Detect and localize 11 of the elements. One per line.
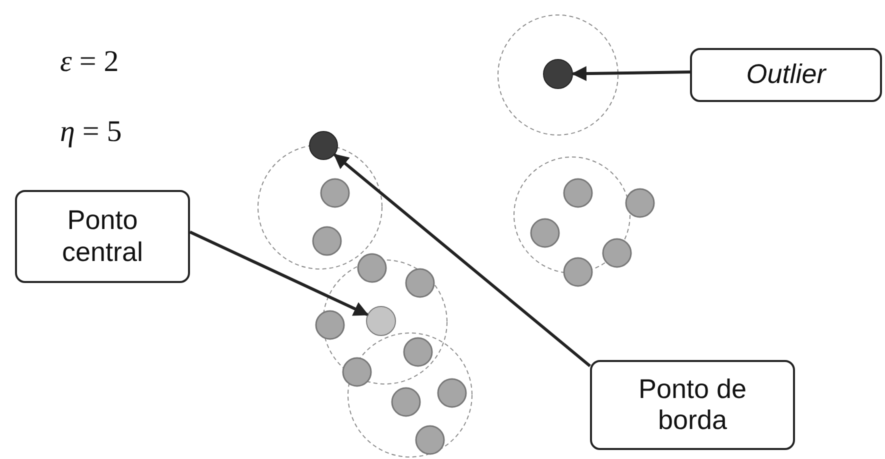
parameter-label: ε = 2 [60, 45, 119, 79]
parameter-label: η = 5 [60, 115, 122, 149]
leader-arrow [572, 66, 690, 82]
leader-arrow [334, 154, 591, 368]
border-point [309, 131, 338, 160]
leader-arrow [189, 230, 369, 316]
core-point [366, 306, 396, 336]
callout-box: Ponto central [15, 190, 190, 283]
outlier-point [543, 59, 573, 89]
callout-box: Outlier [690, 48, 882, 102]
callout-box: Ponto de borda [590, 360, 795, 450]
